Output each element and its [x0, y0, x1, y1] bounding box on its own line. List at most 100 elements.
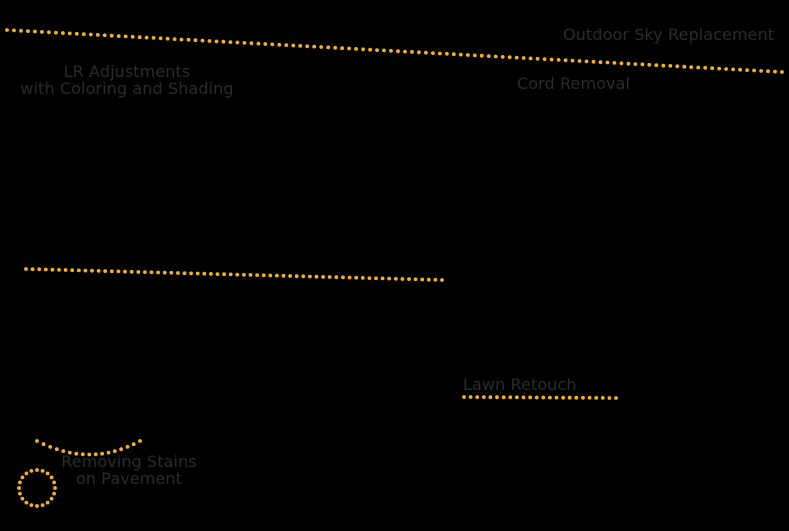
sky-horizon-dotted-line: [214, 39, 219, 44]
lr-adjustments-dotted-line: [149, 270, 154, 275]
lawn-retouch-dotted-line: [508, 395, 513, 400]
stain-arc-dotted-line: [74, 451, 79, 456]
sky-horizon-dotted-line: [417, 50, 421, 55]
stain-arc-dotted-line: [80, 452, 85, 457]
sky-horizon-dotted-line: [500, 55, 505, 59]
sky-horizon-dotted-line: [298, 44, 303, 48]
stain-arc-dotted-line: [48, 445, 53, 449]
sky-horizon-dotted-line: [612, 61, 617, 65]
sky-horizon-dotted-line: [263, 42, 268, 46]
sky-horizon-dotted-line: [40, 30, 44, 34]
sky-horizon-dotted-line: [256, 41, 261, 46]
lr-adjustments-dotted-line: [195, 271, 200, 276]
sky-horizon-dotted-line: [5, 28, 9, 32]
lawn-retouch-dotted-line: [581, 395, 585, 400]
sky-horizon-dotted-line: [61, 31, 65, 35]
sky-horizon-dotted-line: [179, 37, 184, 42]
sky-horizon-dotted-line: [326, 45, 331, 50]
sky-horizon-dotted-line: [270, 42, 275, 47]
sky-horizon-dotted-line: [116, 34, 121, 38]
lawn-retouch-dotted-line: [587, 395, 592, 400]
lawn-retouch-dotted-line: [515, 395, 519, 400]
lr-adjustments-dotted-line: [143, 270, 147, 274]
lr-adjustments-dotted-line: [321, 275, 325, 279]
stain-circle-dotted-marker: [40, 503, 45, 507]
sky-horizon-dotted-line: [445, 51, 449, 56]
lr-adjustments-dotted-line: [103, 269, 108, 273]
sky-horizon-dotted-line: [354, 47, 358, 51]
lr-adjustments-dotted-line: [215, 272, 220, 276]
sky-horizon-dotted-line: [382, 48, 386, 53]
sky-horizon-dotted-line: [654, 63, 659, 68]
lr-adjustments-dotted-line: [354, 275, 359, 280]
sky-horizon-dotted-line: [47, 30, 51, 35]
removing-stains-label-line1: Removing Stains: [61, 452, 197, 471]
sky-horizon-dotted-line: [284, 43, 289, 47]
sky-horizon-dotted-line: [123, 34, 128, 39]
lr-adjustments-dotted-line: [413, 277, 418, 282]
lr-adjustments-dotted-line: [374, 276, 378, 281]
sky-horizon-dotted-line: [305, 44, 310, 49]
stain-circle-dotted-marker: [49, 475, 54, 480]
sky-horizon-dotted-line: [144, 35, 149, 40]
stain-arc-dotted-line: [41, 442, 46, 447]
lr-adjustments-dotted-line: [43, 267, 48, 272]
sky-horizon-dotted-line: [396, 49, 400, 54]
lr-adjustments-dotted-line: [162, 270, 167, 275]
sky-horizon-dotted-line: [410, 50, 414, 54]
sky-horizon-dotted-line: [221, 39, 226, 44]
sky-horizon-dotted-line: [242, 41, 247, 45]
sky-horizon-dotted-line: [640, 62, 645, 67]
stain-arc-dotted-line: [119, 447, 123, 452]
stain-arc-dotted-line: [138, 439, 142, 443]
sky-horizon-dotted-line: [717, 66, 722, 71]
lr-adjustments-dotted-line: [90, 268, 94, 273]
lawn-retouch-dotted-line: [521, 395, 526, 400]
lawn-retouch-dotted-line: [554, 395, 559, 400]
stain-arc-dotted-line: [93, 452, 98, 457]
lr-adjustments-dotted-line: [116, 269, 121, 274]
sky-horizon-dotted-line: [493, 54, 498, 59]
sky-horizon-dotted-line: [19, 28, 23, 33]
lr-adjustments-dotted-line: [261, 273, 266, 278]
sky-horizon-dotted-line: [682, 64, 687, 69]
sky-horizon-dotted-line: [766, 69, 770, 74]
lr-adjustments-dotted-line: [222, 272, 227, 277]
lr-adjustments-dotted-line: [308, 274, 312, 279]
removing-stains-label: Removing Stains on Pavement: [56, 453, 202, 487]
lr-adjustments-dotted-line: [96, 269, 101, 273]
lawn-retouch-dotted-line: [574, 395, 579, 400]
lawn-retouch-dotted-line: [541, 395, 546, 400]
lawn-retouch-dotted-line: [488, 395, 493, 400]
stain-circle-dotted-marker: [53, 486, 57, 490]
lawn-retouch-dotted-line: [594, 396, 599, 400]
sky-horizon-dotted-line: [312, 44, 317, 49]
sky-horizon-dotted-line: [451, 52, 456, 57]
sky-horizon-dotted-line: [228, 40, 233, 44]
lr-adjustments-dotted-line: [123, 269, 127, 274]
stain-circle-dotted-marker: [20, 496, 25, 501]
sky-horizon-dotted-line: [752, 68, 756, 73]
stain-circle-dotted-marker: [40, 469, 45, 473]
sky-horizon-dotted-line: [235, 40, 240, 45]
lr-adjustments-dotted-line: [426, 277, 431, 282]
lawn-retouch-label: Lawn Retouch: [463, 375, 577, 394]
sky-horizon-dotted-line: [563, 58, 568, 63]
lr-adjustments-dotted-line: [268, 273, 273, 278]
lawn-retouch-dotted-line: [462, 395, 466, 399]
sky-horizon-dotted-line: [479, 53, 484, 58]
sky-horizon-dotted-line: [535, 56, 540, 61]
lr-adjustments-dotted-line: [209, 272, 213, 276]
lr-adjustments-dotted-line: [275, 273, 279, 278]
sky-horizon-dotted-line: [95, 33, 100, 37]
lawn-retouch-dotted-line: [548, 395, 552, 400]
sky-horizon-dotted-line: [745, 68, 749, 72]
sky-horizon-dotted-line: [731, 67, 735, 72]
stain-circle-dotted-marker: [20, 475, 25, 480]
sky-horizon-dotted-line: [389, 48, 393, 53]
stain-circle-dotted-marker: [29, 503, 34, 507]
sky-horizon-dotted-line: [207, 39, 212, 43]
sky-horizon-dotted-line: [661, 63, 666, 68]
